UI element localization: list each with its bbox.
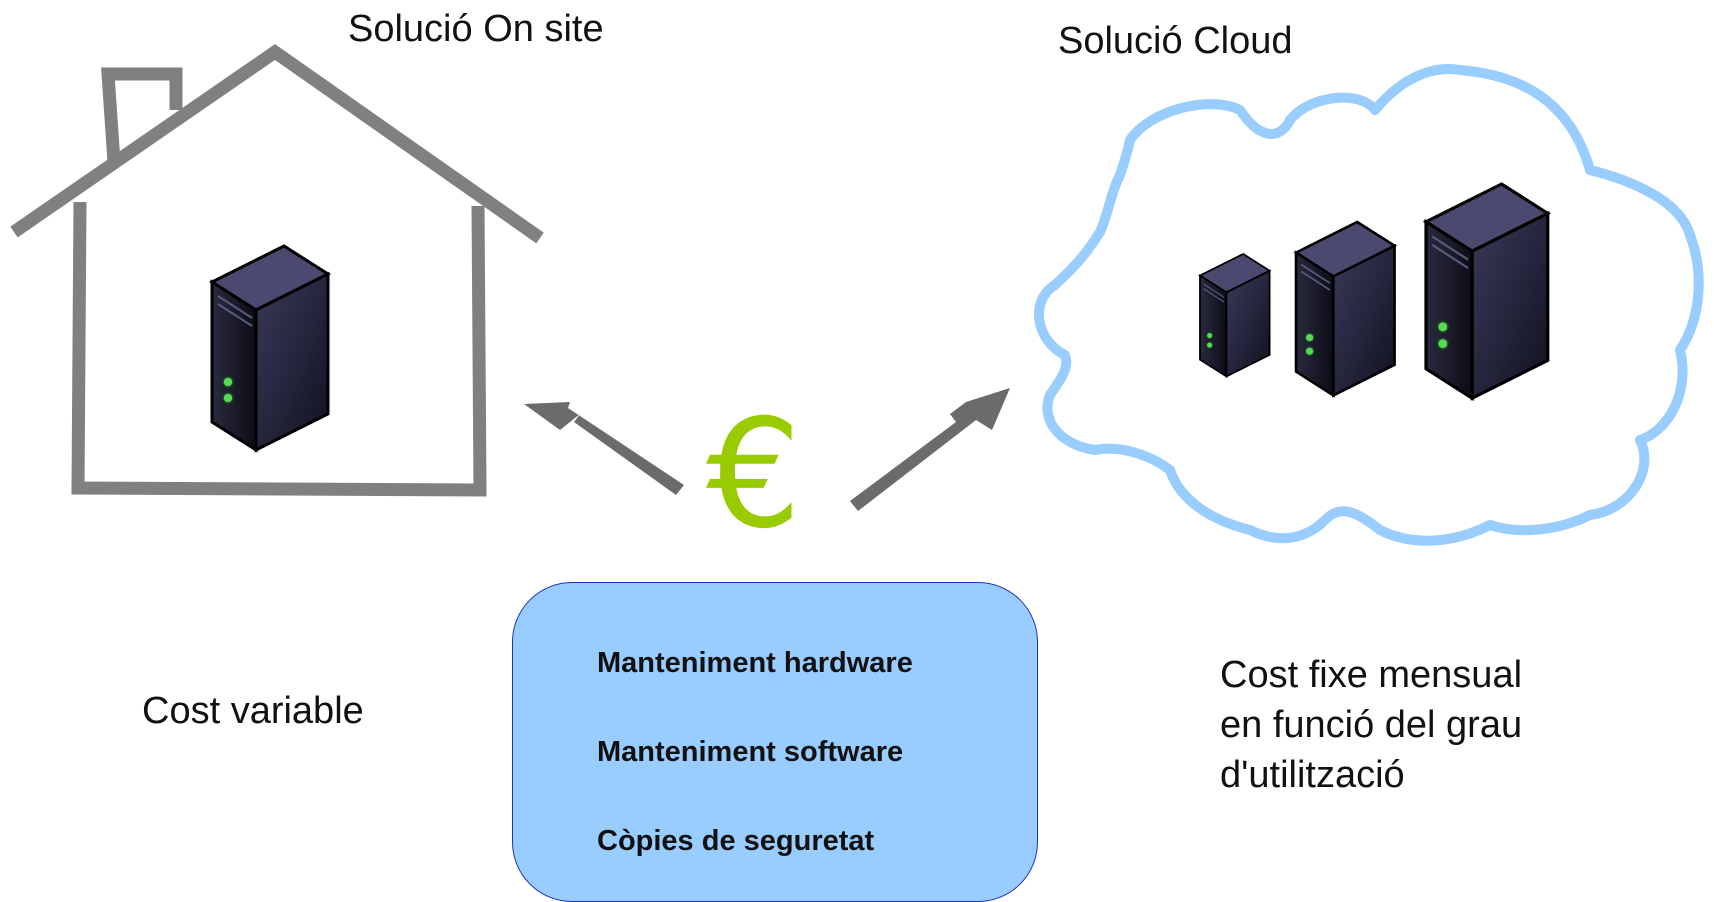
house-outline-icon [10, 44, 544, 497]
cost-fixed-line: Cost fixe mensual [1220, 654, 1523, 696]
cost-fixed-line: d'utilització [1220, 754, 1405, 796]
euro-icon: € [706, 388, 802, 562]
arrow-right-icon [850, 388, 1010, 511]
onsite-title: Solució On site [348, 8, 604, 50]
cost-variable-label: Cost variable [142, 690, 364, 732]
cost-fixed-line: en funció del grau [1220, 704, 1523, 746]
service-item: Manteniment software [597, 736, 904, 768]
arrow-left-icon [524, 402, 684, 495]
server-tower-icon [208, 244, 332, 453]
cloud-outline-icon [1034, 64, 1704, 546]
server-tower-icon [1422, 182, 1551, 402]
server-tower-icon [1198, 252, 1272, 379]
service-item: Còpies de seguretat [597, 825, 875, 857]
service-item: Manteniment hardware [597, 647, 913, 679]
cost-fixed-label: Cost fixe mensual en funció del grau d'u… [1220, 650, 1640, 800]
services-box: Manteniment hardware Manteniment softwar… [512, 582, 1038, 902]
server-tower-icon [1293, 220, 1398, 398]
cloud-title: Solució Cloud [1058, 20, 1293, 62]
